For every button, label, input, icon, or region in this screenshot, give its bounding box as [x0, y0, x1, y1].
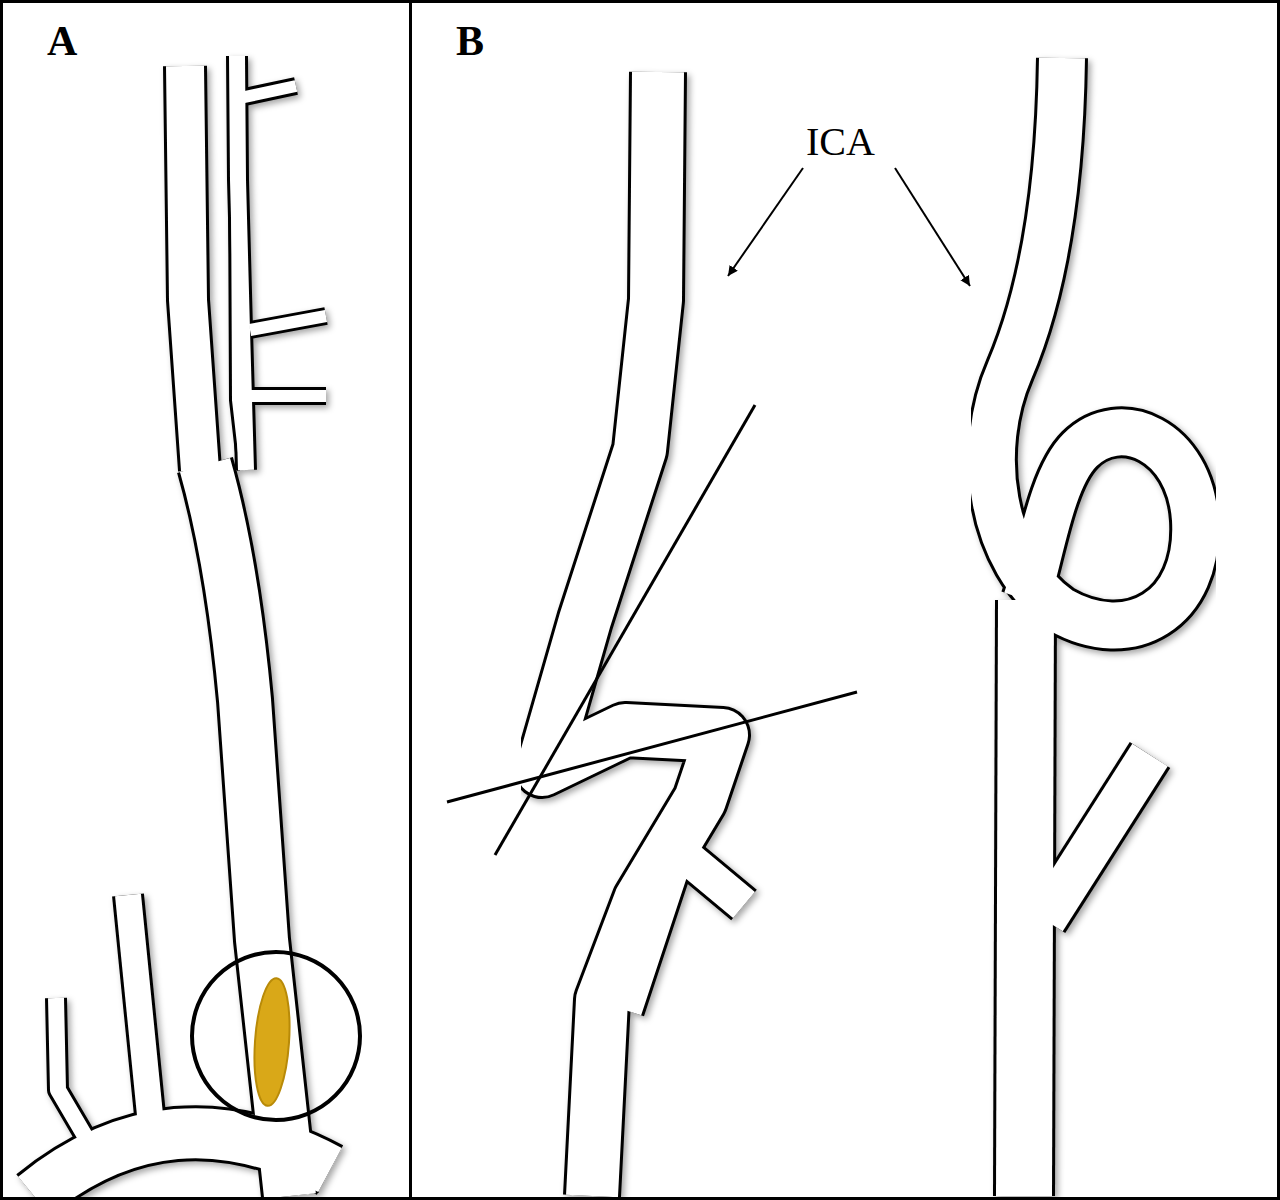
vessel-label: ICA — [806, 118, 875, 165]
panel-letter: A — [47, 17, 77, 65]
panel-letter: B — [456, 17, 484, 65]
figure-panel: A — [0, 0, 412, 1200]
figure-panel: B — [409, 0, 1280, 1200]
